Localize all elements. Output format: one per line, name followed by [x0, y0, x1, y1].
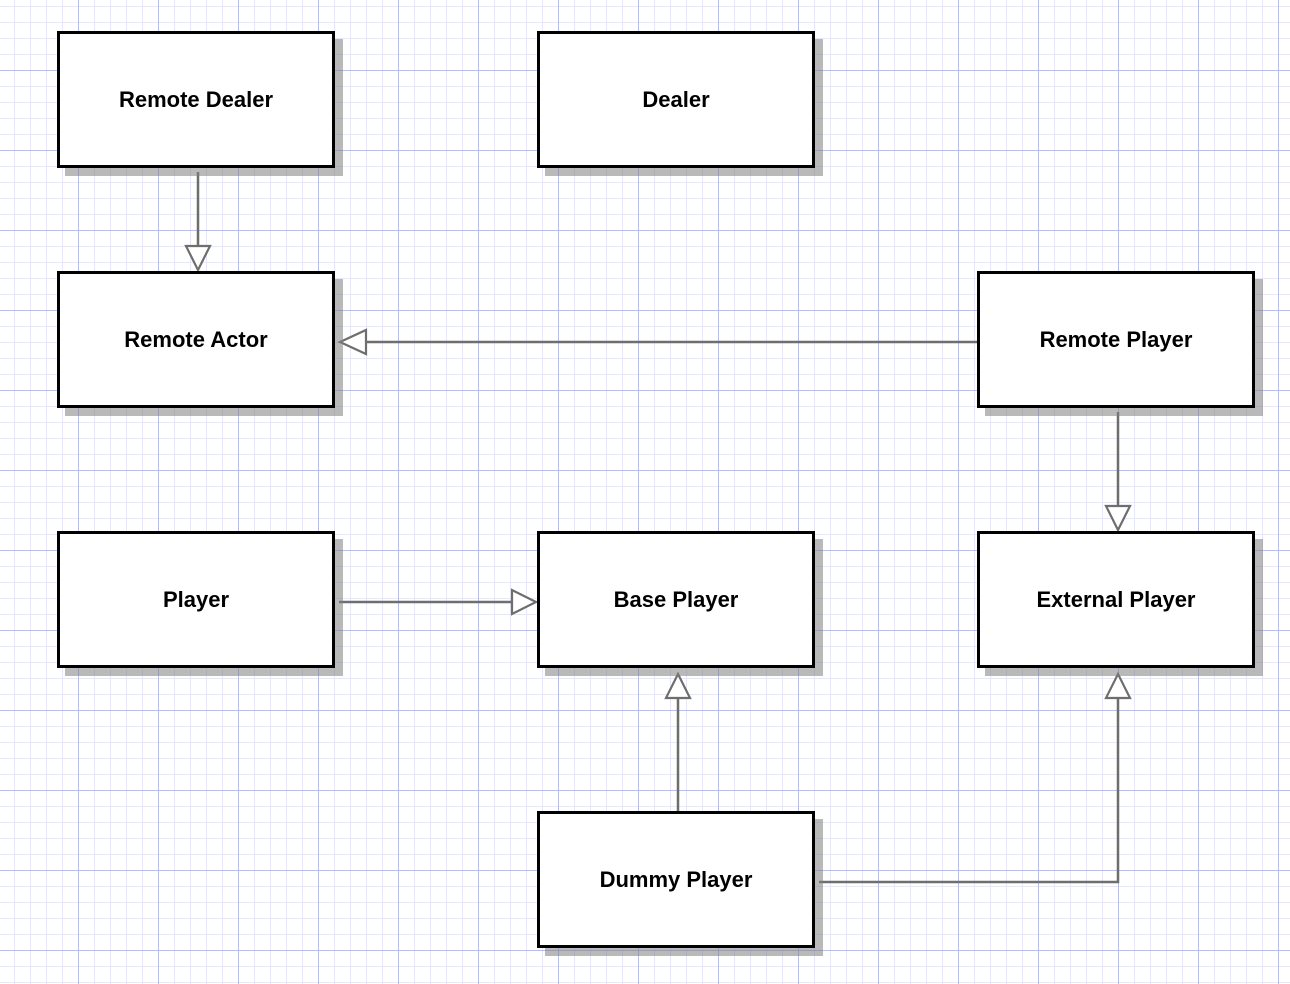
node-label: Remote Player: [1039, 326, 1193, 352]
edge-dummy-player-to-base-player[interactable]: [664, 671, 692, 811]
node-external-player[interactable]: External Player: [977, 531, 1255, 668]
edge-remote-player-to-external-player[interactable]: [1104, 412, 1132, 533]
node-base-player[interactable]: Base Player: [537, 531, 815, 668]
node-label: Remote Dealer: [118, 86, 274, 112]
node-label: External Player: [1036, 586, 1196, 612]
node-remote-dealer[interactable]: Remote Dealer: [57, 31, 335, 168]
node-dummy-player[interactable]: Dummy Player: [537, 811, 815, 948]
edge-dummy-player-to-external-player[interactable]: [819, 671, 1132, 884]
node-player[interactable]: Player: [57, 531, 335, 668]
edge-player-to-base-player[interactable]: [339, 588, 539, 616]
node-remote-actor[interactable]: Remote Actor: [57, 271, 335, 408]
generalization-arrowhead-icon: [510, 588, 539, 616]
generalization-arrowhead-icon: [1104, 504, 1132, 533]
edge-remote-dealer-to-remote-actor[interactable]: [184, 172, 212, 273]
node-label: Remote Actor: [124, 326, 268, 352]
node-label: Player: [162, 586, 230, 612]
node-label: Base Player: [613, 586, 739, 612]
node-dealer[interactable]: Dealer: [537, 31, 815, 168]
edge-remote-player-to-remote-actor[interactable]: [337, 328, 977, 356]
generalization-arrowhead-icon: [664, 671, 692, 700]
node-label: Dummy Player: [599, 866, 753, 892]
generalization-arrowhead-icon: [337, 328, 368, 356]
node-remote-player[interactable]: Remote Player: [977, 271, 1255, 408]
generalization-arrowhead-icon: [184, 244, 212, 273]
node-label: Dealer: [642, 86, 710, 112]
generalization-arrowhead-icon: [1104, 671, 1132, 700]
